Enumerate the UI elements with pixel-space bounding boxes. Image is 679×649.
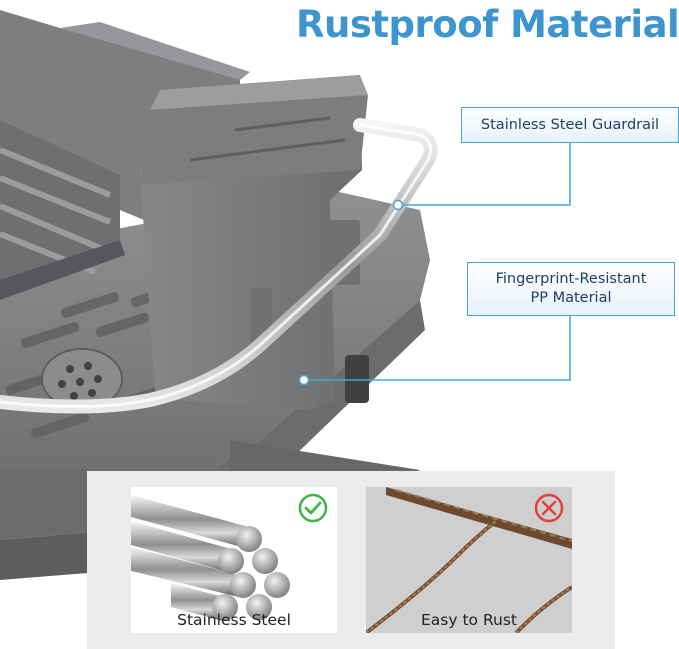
easy-to-rust-card: Easy to Rust (366, 487, 572, 633)
steel-rods-image (131, 495, 290, 621)
callout-pp-line1: Fingerprint-Resistant (495, 271, 647, 287)
x-circle-icon (534, 493, 564, 523)
callout-pp-line2: PP Material (530, 290, 612, 306)
headline-title: Rustproof Material (296, 3, 679, 46)
callout-pp-material: Fingerprint-Resistant PP Material (467, 262, 675, 316)
easy-to-rust-label: Easy to Rust (420, 611, 517, 629)
stainless-steel-label: Stainless Steel (177, 611, 291, 629)
stainless-steel-card: Stainless Steel (131, 487, 337, 633)
check-circle-icon (298, 493, 328, 523)
callout-stainless-guardrail: Stainless Steel Guardrail (461, 107, 679, 143)
callout-guardrail-text: Stainless Steel Guardrail (480, 116, 660, 133)
